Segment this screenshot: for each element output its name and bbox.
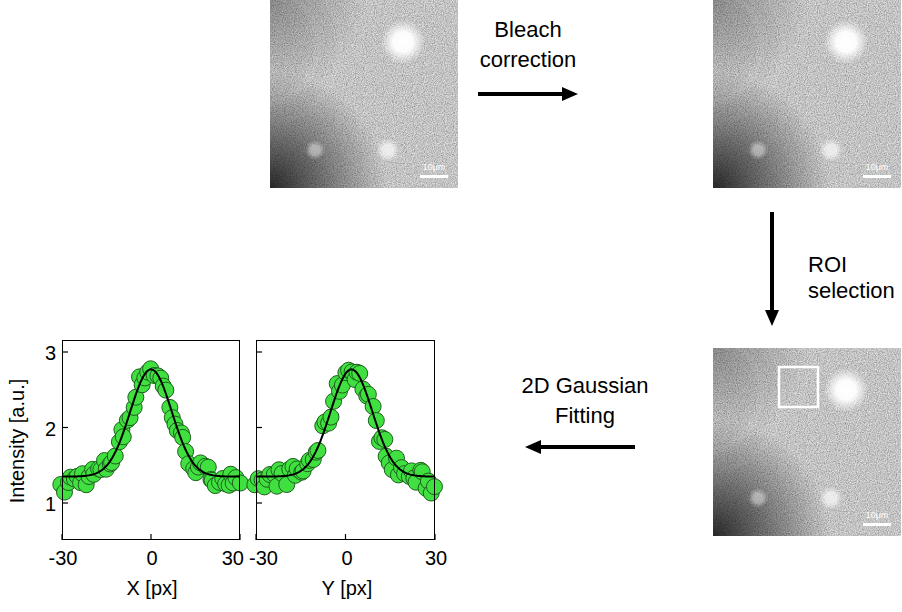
step-label: Bleach correction	[458, 15, 598, 75]
tick-label: 1	[45, 494, 56, 514]
scale-label: 10μm	[423, 163, 446, 172]
axis-title: Y [px]	[322, 578, 373, 598]
fit-curve	[62, 369, 240, 476]
micrograph-panel: 10μm	[270, 0, 458, 188]
roi-image	[623, 313, 901, 536]
roi-box	[779, 367, 818, 407]
tick-label: 2	[45, 419, 56, 439]
process-arrow	[770, 212, 774, 318]
plot-frame: -30030Y [px]	[256, 340, 435, 540]
process-arrow	[478, 92, 570, 96]
profile-plot	[247, 352, 443, 540]
axis-title: Intensity [a.u.]	[7, 379, 27, 504]
tick-label: 0	[341, 548, 352, 568]
step-label: 2D Gaussian Fitting	[510, 371, 660, 431]
tick-label: -30	[49, 548, 78, 568]
tick-label: 30	[425, 548, 447, 568]
tick-label: 3	[45, 343, 56, 363]
raw-image	[180, 0, 458, 188]
scale-label: 10μm	[866, 163, 889, 172]
process-arrow	[533, 445, 635, 449]
plot-frame: Intensity [a.u.]321-30030X [px]	[62, 340, 240, 540]
micrograph-panel: 10μm	[713, 0, 901, 188]
plot-layer	[53, 352, 443, 540]
tick-label: 0	[146, 548, 157, 568]
tick-label: 30	[222, 548, 244, 568]
fit-curve	[256, 369, 435, 476]
step-label: ROI selection	[808, 252, 902, 304]
profile-plot	[53, 352, 249, 540]
micrograph-panel: 10μm	[713, 348, 901, 536]
axis-title: X [px]	[126, 578, 177, 598]
scale-label: 10μm	[866, 511, 889, 520]
corrected-image	[623, 0, 901, 188]
tick-label: -30	[249, 548, 278, 568]
